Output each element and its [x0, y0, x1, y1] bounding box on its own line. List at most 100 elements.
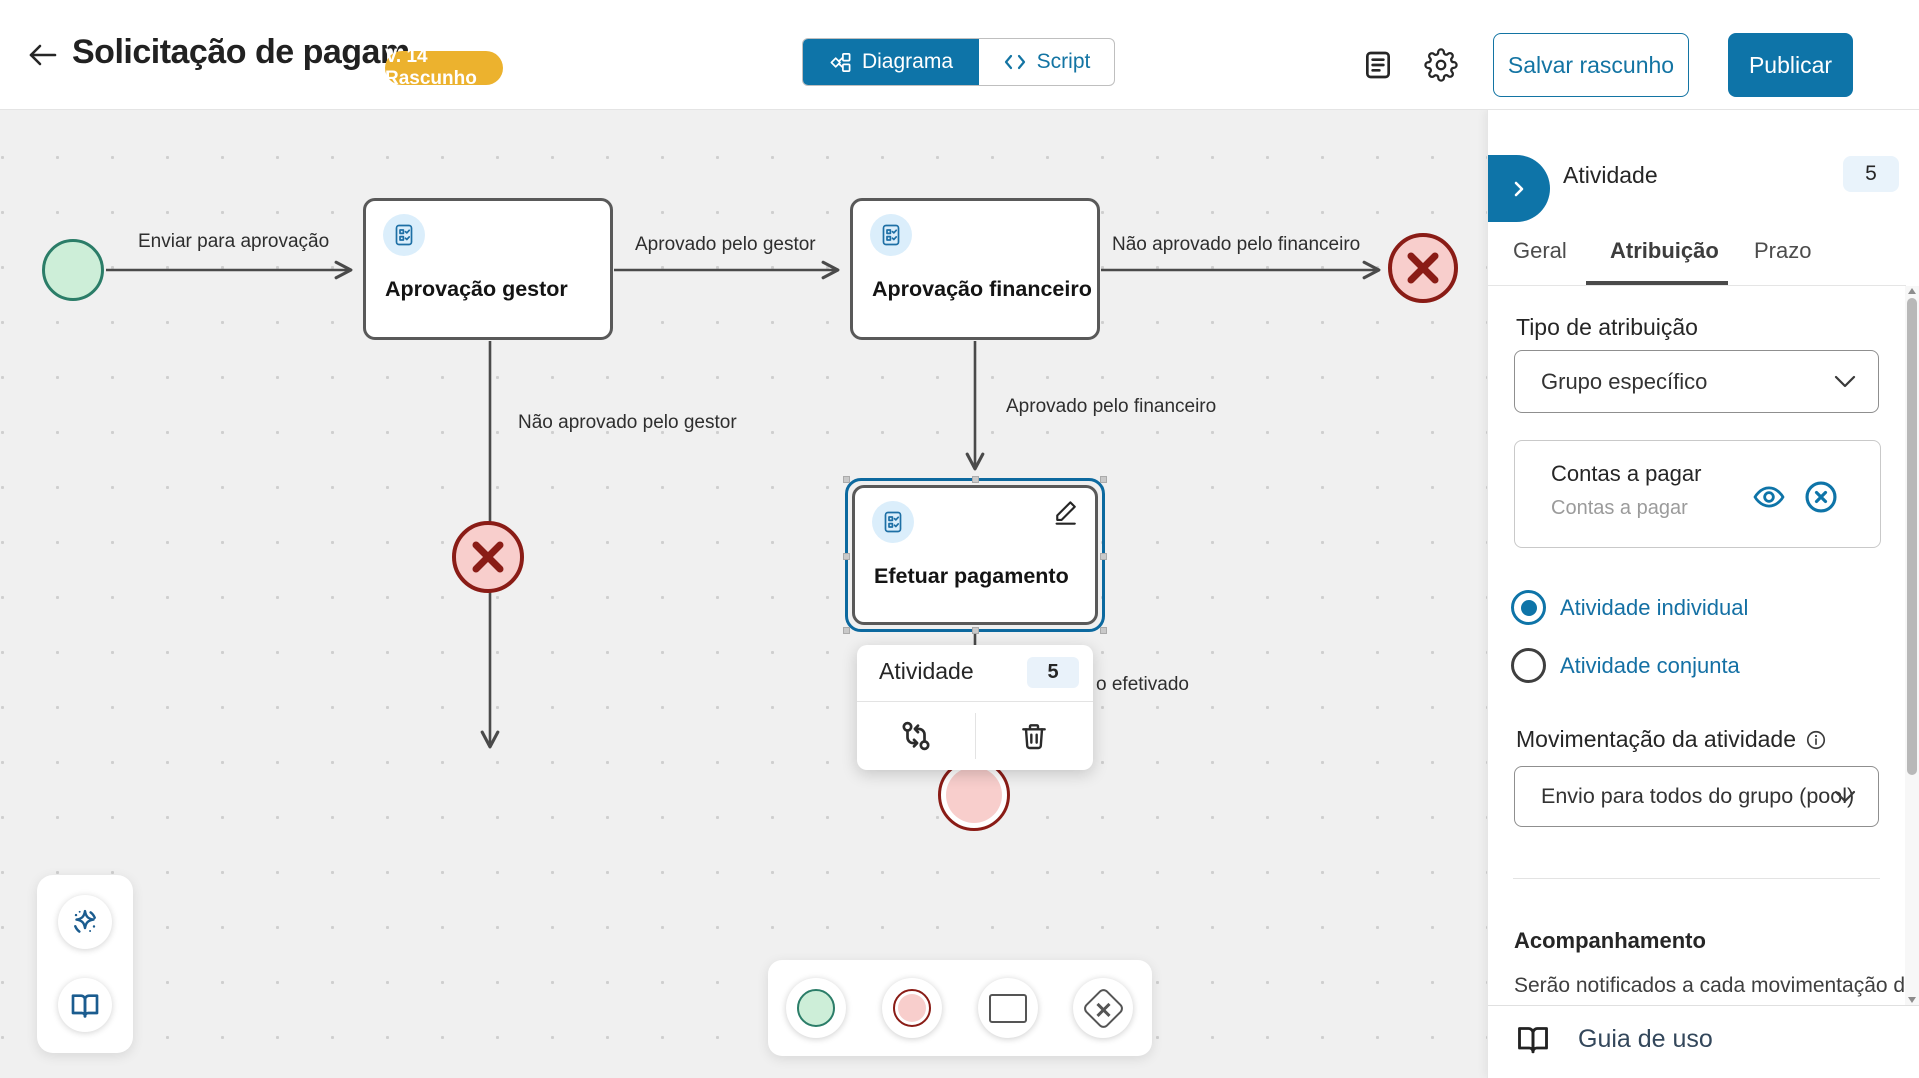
radio-unselected-icon [1511, 648, 1546, 683]
popup-actions [857, 702, 1093, 770]
assignment-type-label: Tipo de atribuição [1516, 314, 1698, 340]
version-badge: V. 14 Rascunho [385, 46, 503, 89]
radio-selected-icon [1511, 590, 1546, 625]
palette-task-button[interactable] [978, 978, 1038, 1038]
top-bar: Solicitação de pagam... V. 14 Rascunho D… [0, 0, 1919, 110]
task-node-finance-approval[interactable]: Aprovação financeiro [850, 198, 1100, 340]
publish-button[interactable]: Publicar [1728, 33, 1853, 97]
edge-label-approved-by-manager: Aprovado pelo gestor [635, 234, 816, 255]
terminate-event-node-manager[interactable] [452, 521, 524, 593]
documentation-button[interactable] [58, 978, 112, 1032]
divider [857, 701, 1093, 702]
scroll-down-arrow[interactable] [1908, 997, 1916, 1003]
popup-title: Atividade [879, 658, 974, 684]
resize-handle[interactable] [843, 476, 850, 483]
panel-title: Atividade [1563, 162, 1658, 188]
tab-diagrama[interactable]: Diagrama [803, 39, 979, 85]
settings-button[interactable] [1424, 48, 1458, 82]
tab-geral[interactable]: Geral [1513, 238, 1567, 263]
document-icon [1366, 51, 1390, 79]
palette-start-event-button[interactable] [786, 978, 846, 1038]
task-title: Aprovação financeiro [872, 277, 1092, 301]
divider [974, 713, 976, 759]
assistant-tool-card [37, 875, 133, 1053]
resize-handle[interactable] [972, 627, 979, 634]
ai-assistant-button[interactable] [58, 895, 112, 949]
task-title: Aprovação gestor [385, 277, 568, 301]
tab-script[interactable]: Script [979, 39, 1114, 85]
group-name: Contas a pagar [1551, 461, 1702, 486]
palette-end-event-button[interactable] [882, 978, 942, 1038]
resize-handle[interactable] [972, 476, 979, 483]
resize-handle[interactable] [843, 553, 850, 560]
branch-flow-icon [902, 721, 930, 751]
delete-node-button[interactable] [976, 702, 1094, 770]
save-draft-button[interactable]: Salvar rascunho [1493, 33, 1689, 97]
active-tab-indicator [1586, 281, 1728, 285]
palette-gateway-button[interactable] [1073, 978, 1133, 1038]
edge-label-send-for-approval: Enviar para aprovação [138, 231, 330, 252]
view-mode-switch: Diagrama Script [802, 38, 1115, 86]
resize-handle[interactable] [1100, 627, 1107, 634]
gateway-x-icon [1081, 986, 1125, 1030]
tab-atribuicao[interactable]: Atribuição [1610, 238, 1719, 263]
radio-individual-activity[interactable]: Atividade individual [1511, 590, 1748, 625]
panel-tabs: Geral Atribuição Prazo [1488, 228, 1906, 286]
info-icon[interactable] [1805, 729, 1827, 751]
trash-icon [1022, 724, 1047, 750]
view-group-button[interactable] [1752, 483, 1786, 511]
page-title: Solicitação de pagam... [72, 33, 437, 71]
followup-title: Acompanhamento [1514, 928, 1706, 953]
resize-handle[interactable] [843, 627, 850, 634]
x-icon [472, 541, 504, 573]
scroll-up-arrow[interactable] [1908, 288, 1916, 294]
terminate-event-node-right[interactable] [1388, 233, 1458, 303]
movement-label: Movimentação da atividade [1516, 726, 1796, 752]
edit-node-button[interactable] [1051, 498, 1081, 528]
tab-diagrama-label: Diagrama [861, 50, 954, 73]
start-event-node[interactable] [42, 239, 104, 301]
collapse-panel-button[interactable] [1488, 155, 1550, 222]
diagram-icon [830, 52, 851, 72]
tab-prazo[interactable]: Prazo [1754, 238, 1812, 263]
diagram-canvas[interactable]: Enviar para aprovação Aprovado pelo gest… [0, 110, 1487, 1078]
followup-text: Serão notificados a cada movimentação da [1514, 974, 1917, 997]
remove-group-button[interactable] [1803, 479, 1839, 515]
movement-value: Envio para todos do grupo (pool) [1541, 784, 1855, 808]
assigned-group-card: Contas a pagar Contas a pagar [1514, 440, 1881, 548]
reassign-flow-button[interactable] [857, 702, 975, 770]
usage-guide-link[interactable]: Guia de uso [1515, 1021, 1713, 1057]
assignment-type-select[interactable]: Grupo específico [1514, 350, 1879, 413]
resize-handle[interactable] [1100, 553, 1107, 560]
open-book-icon [71, 994, 99, 1018]
sparkle-icon [74, 909, 96, 933]
pencil-icon [1055, 501, 1076, 525]
task-node-make-payment[interactable]: Efetuar pagamento [852, 485, 1098, 625]
task-node-manager-approval[interactable]: Aprovação gestor [363, 198, 613, 340]
chevron-right-icon [1514, 181, 1524, 196]
panel-scrollbar[interactable] [1905, 286, 1919, 1005]
popup-count-badge: 5 [1027, 657, 1079, 688]
radio-joint-activity[interactable]: Atividade conjunta [1511, 648, 1740, 683]
code-icon [1004, 54, 1025, 70]
start-event-icon [797, 989, 835, 1027]
edge-label-not-approved-by-manager: Não aprovado pelo gestor [518, 412, 737, 433]
resize-handle[interactable] [1100, 476, 1107, 483]
form-icon [870, 214, 912, 256]
chevron-down-icon [1834, 790, 1856, 803]
form-icon [383, 214, 425, 256]
movement-select[interactable]: Envio para todos do grupo (pool) [1514, 766, 1879, 827]
gear-icon [1424, 48, 1458, 82]
chevron-down-icon [1834, 375, 1856, 388]
edge-label-approved-by-finance: Aprovado pelo financeiro [1006, 396, 1217, 417]
back-button[interactable] [25, 39, 61, 71]
notes-button[interactable] [1362, 49, 1394, 81]
tab-script-label: Script [1036, 50, 1091, 73]
open-book-icon [1518, 1027, 1548, 1054]
x-icon [1407, 252, 1439, 284]
divider [1513, 878, 1880, 879]
scrollbar-thumb[interactable] [1907, 298, 1917, 775]
movement-label-row: Movimentação da atividade [1516, 726, 1827, 753]
end-event-node[interactable] [938, 759, 1010, 831]
